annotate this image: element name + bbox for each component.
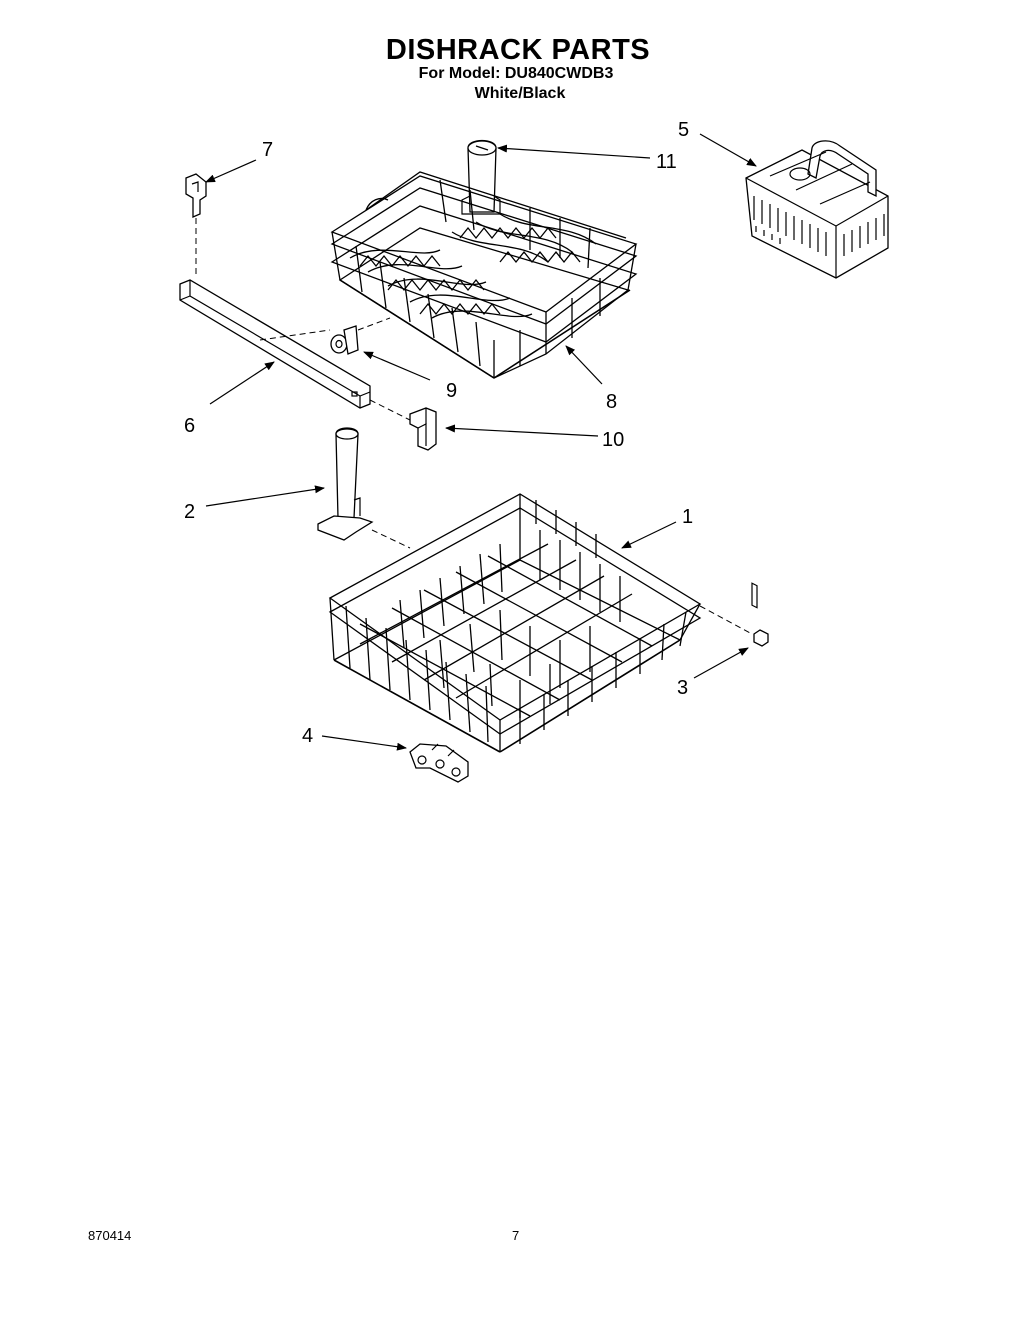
callout-numbers: 7 11 5 6 9 8 10 2 1 3 4 xyxy=(184,119,693,747)
track-end-cap-part xyxy=(185,173,207,278)
rack-roller-part xyxy=(330,317,391,355)
model-label: For Model: DU840CWDB3 xyxy=(418,65,614,82)
lower-dishrack-part xyxy=(328,493,753,753)
callout-1: 1 xyxy=(682,506,693,528)
callout-3: 3 xyxy=(677,677,688,699)
callout-6: 6 xyxy=(184,415,195,437)
rack-track-part xyxy=(179,279,411,421)
upper-dishrack-part xyxy=(330,171,638,379)
track-stop-clip-part xyxy=(409,407,437,451)
callout-9: 9 xyxy=(446,380,457,402)
callout-5: 5 xyxy=(678,119,689,141)
spray-stem-part xyxy=(317,427,411,549)
callout-11: 11 xyxy=(656,151,677,173)
page-number: 7 xyxy=(512,1228,520,1243)
callout-4: 4 xyxy=(302,725,313,747)
rack-stop-part xyxy=(753,629,769,647)
callout-10: 10 xyxy=(602,429,624,451)
wheel-assembly-part xyxy=(409,743,469,783)
callout-8: 8 xyxy=(606,391,617,413)
page-title: DISHRACK PARTS xyxy=(385,34,651,66)
leader-lines xyxy=(205,133,757,751)
callout-2: 2 xyxy=(184,501,195,523)
silverware-basket-part xyxy=(745,140,889,609)
callout-7: 7 xyxy=(262,139,273,161)
finish-label: White/Black xyxy=(474,85,566,102)
document-id: 870414 xyxy=(88,1228,132,1243)
